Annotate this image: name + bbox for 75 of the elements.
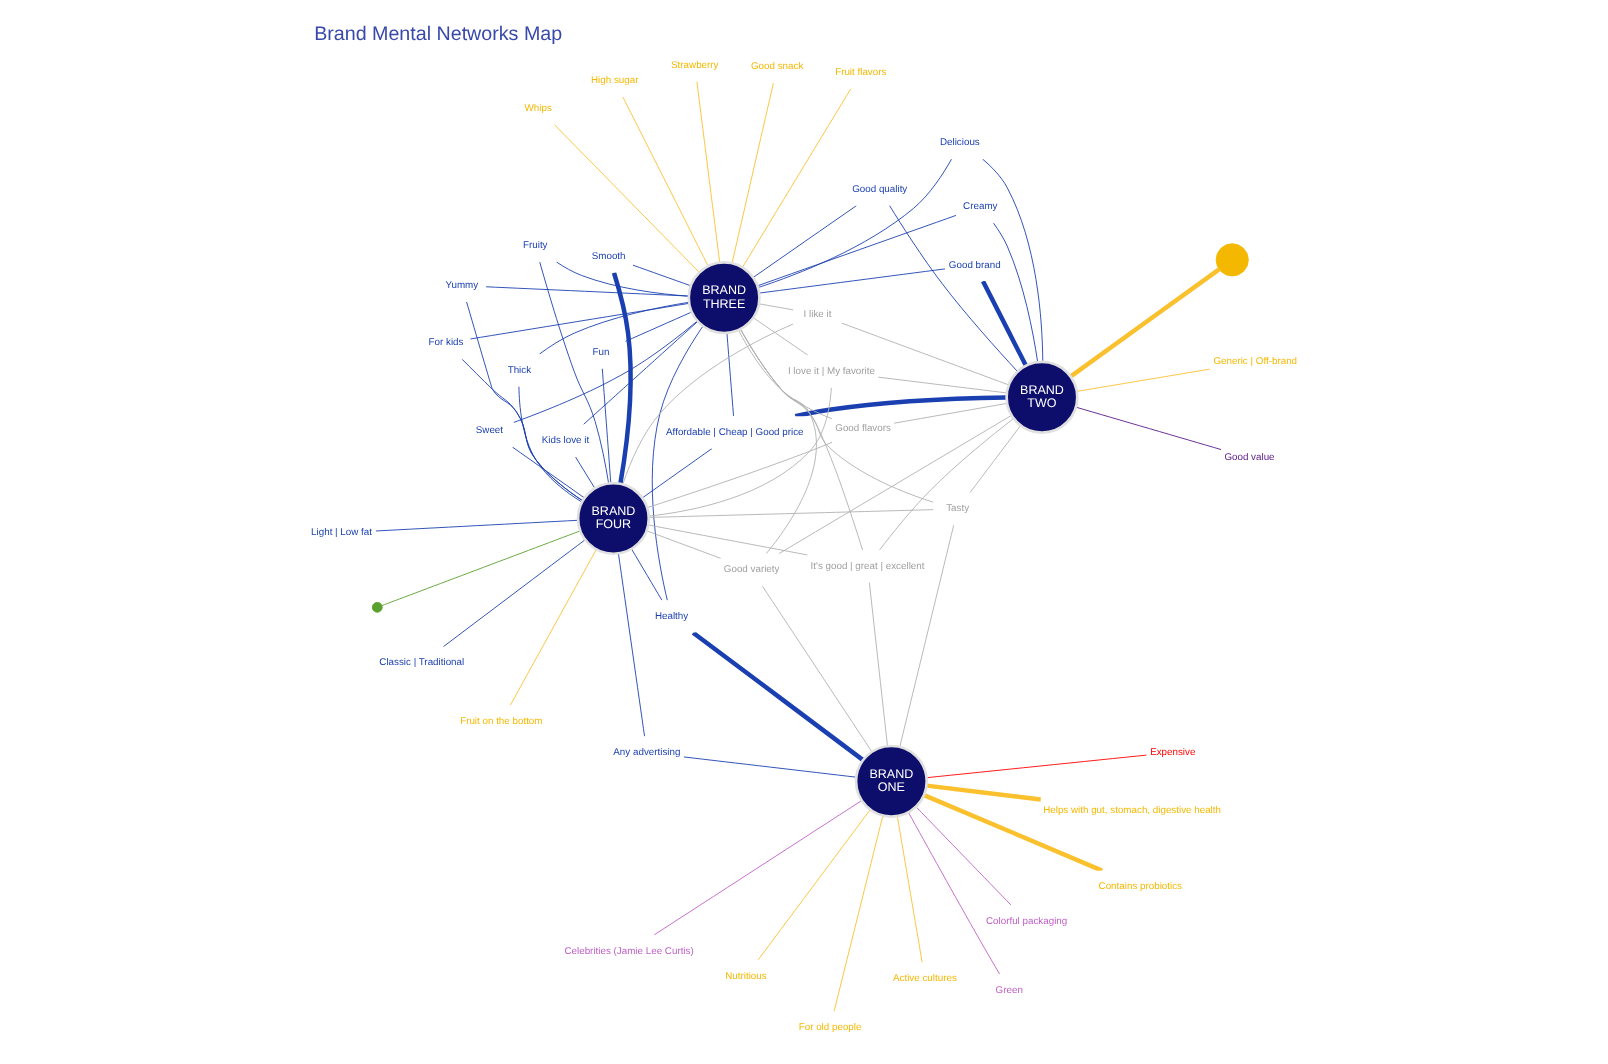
connector xyxy=(553,123,700,273)
connector xyxy=(642,448,713,499)
connector xyxy=(648,509,934,518)
connector xyxy=(691,630,865,762)
connector xyxy=(648,387,832,517)
connector xyxy=(758,268,946,294)
connector xyxy=(683,756,857,778)
connector xyxy=(512,446,585,499)
connector xyxy=(738,329,833,420)
connector xyxy=(1075,406,1222,450)
connector xyxy=(868,582,888,747)
connector xyxy=(893,402,1008,424)
connector xyxy=(926,783,1042,802)
connector xyxy=(622,323,794,485)
connector xyxy=(442,539,586,648)
connector xyxy=(647,524,809,556)
connector xyxy=(757,809,871,961)
connector xyxy=(583,321,698,425)
connector xyxy=(757,214,957,287)
connector xyxy=(889,205,1019,372)
connector xyxy=(538,301,690,355)
connector xyxy=(556,261,689,297)
connector xyxy=(469,302,690,340)
connector xyxy=(742,88,852,268)
connector xyxy=(753,317,809,356)
connector xyxy=(518,386,583,503)
connector xyxy=(631,548,663,601)
connector xyxy=(877,376,1008,394)
connector xyxy=(646,530,722,559)
connector xyxy=(632,264,692,287)
connector xyxy=(757,158,952,288)
connector xyxy=(513,320,698,423)
node-circle xyxy=(371,601,383,613)
connector xyxy=(611,272,633,484)
connector xyxy=(618,553,645,737)
connector xyxy=(466,301,584,502)
connector xyxy=(879,418,1014,551)
connector xyxy=(696,81,721,263)
connector xyxy=(1076,368,1211,392)
connector xyxy=(833,815,884,1012)
connector xyxy=(740,328,934,503)
connector xyxy=(375,519,579,532)
connector xyxy=(740,328,864,551)
connector xyxy=(653,800,862,936)
diagram-title: Brand Mental Networks Map xyxy=(314,23,563,46)
connector xyxy=(731,82,774,264)
connector xyxy=(908,812,1001,975)
connector xyxy=(982,158,1044,363)
connector xyxy=(651,325,704,601)
connector xyxy=(899,524,955,748)
connector xyxy=(461,358,584,502)
connector xyxy=(981,280,1028,367)
connector xyxy=(993,222,1039,363)
connector xyxy=(646,441,833,509)
connector xyxy=(762,585,873,753)
connector xyxy=(752,205,857,278)
connector xyxy=(896,815,923,963)
connector xyxy=(485,286,690,297)
connector xyxy=(794,395,1007,419)
connector xyxy=(969,425,1021,494)
connector xyxy=(1069,267,1221,379)
node-circle xyxy=(1215,243,1249,277)
connector xyxy=(923,793,1103,873)
connector xyxy=(601,368,612,484)
connector xyxy=(926,754,1148,779)
connector xyxy=(726,332,734,417)
connector xyxy=(509,549,597,706)
connector xyxy=(740,328,817,555)
connector xyxy=(622,96,709,267)
connector xyxy=(758,303,794,311)
connector xyxy=(841,322,1010,386)
connector xyxy=(381,530,581,606)
connector xyxy=(575,456,596,489)
connector xyxy=(624,311,693,342)
connector xyxy=(915,806,1012,906)
